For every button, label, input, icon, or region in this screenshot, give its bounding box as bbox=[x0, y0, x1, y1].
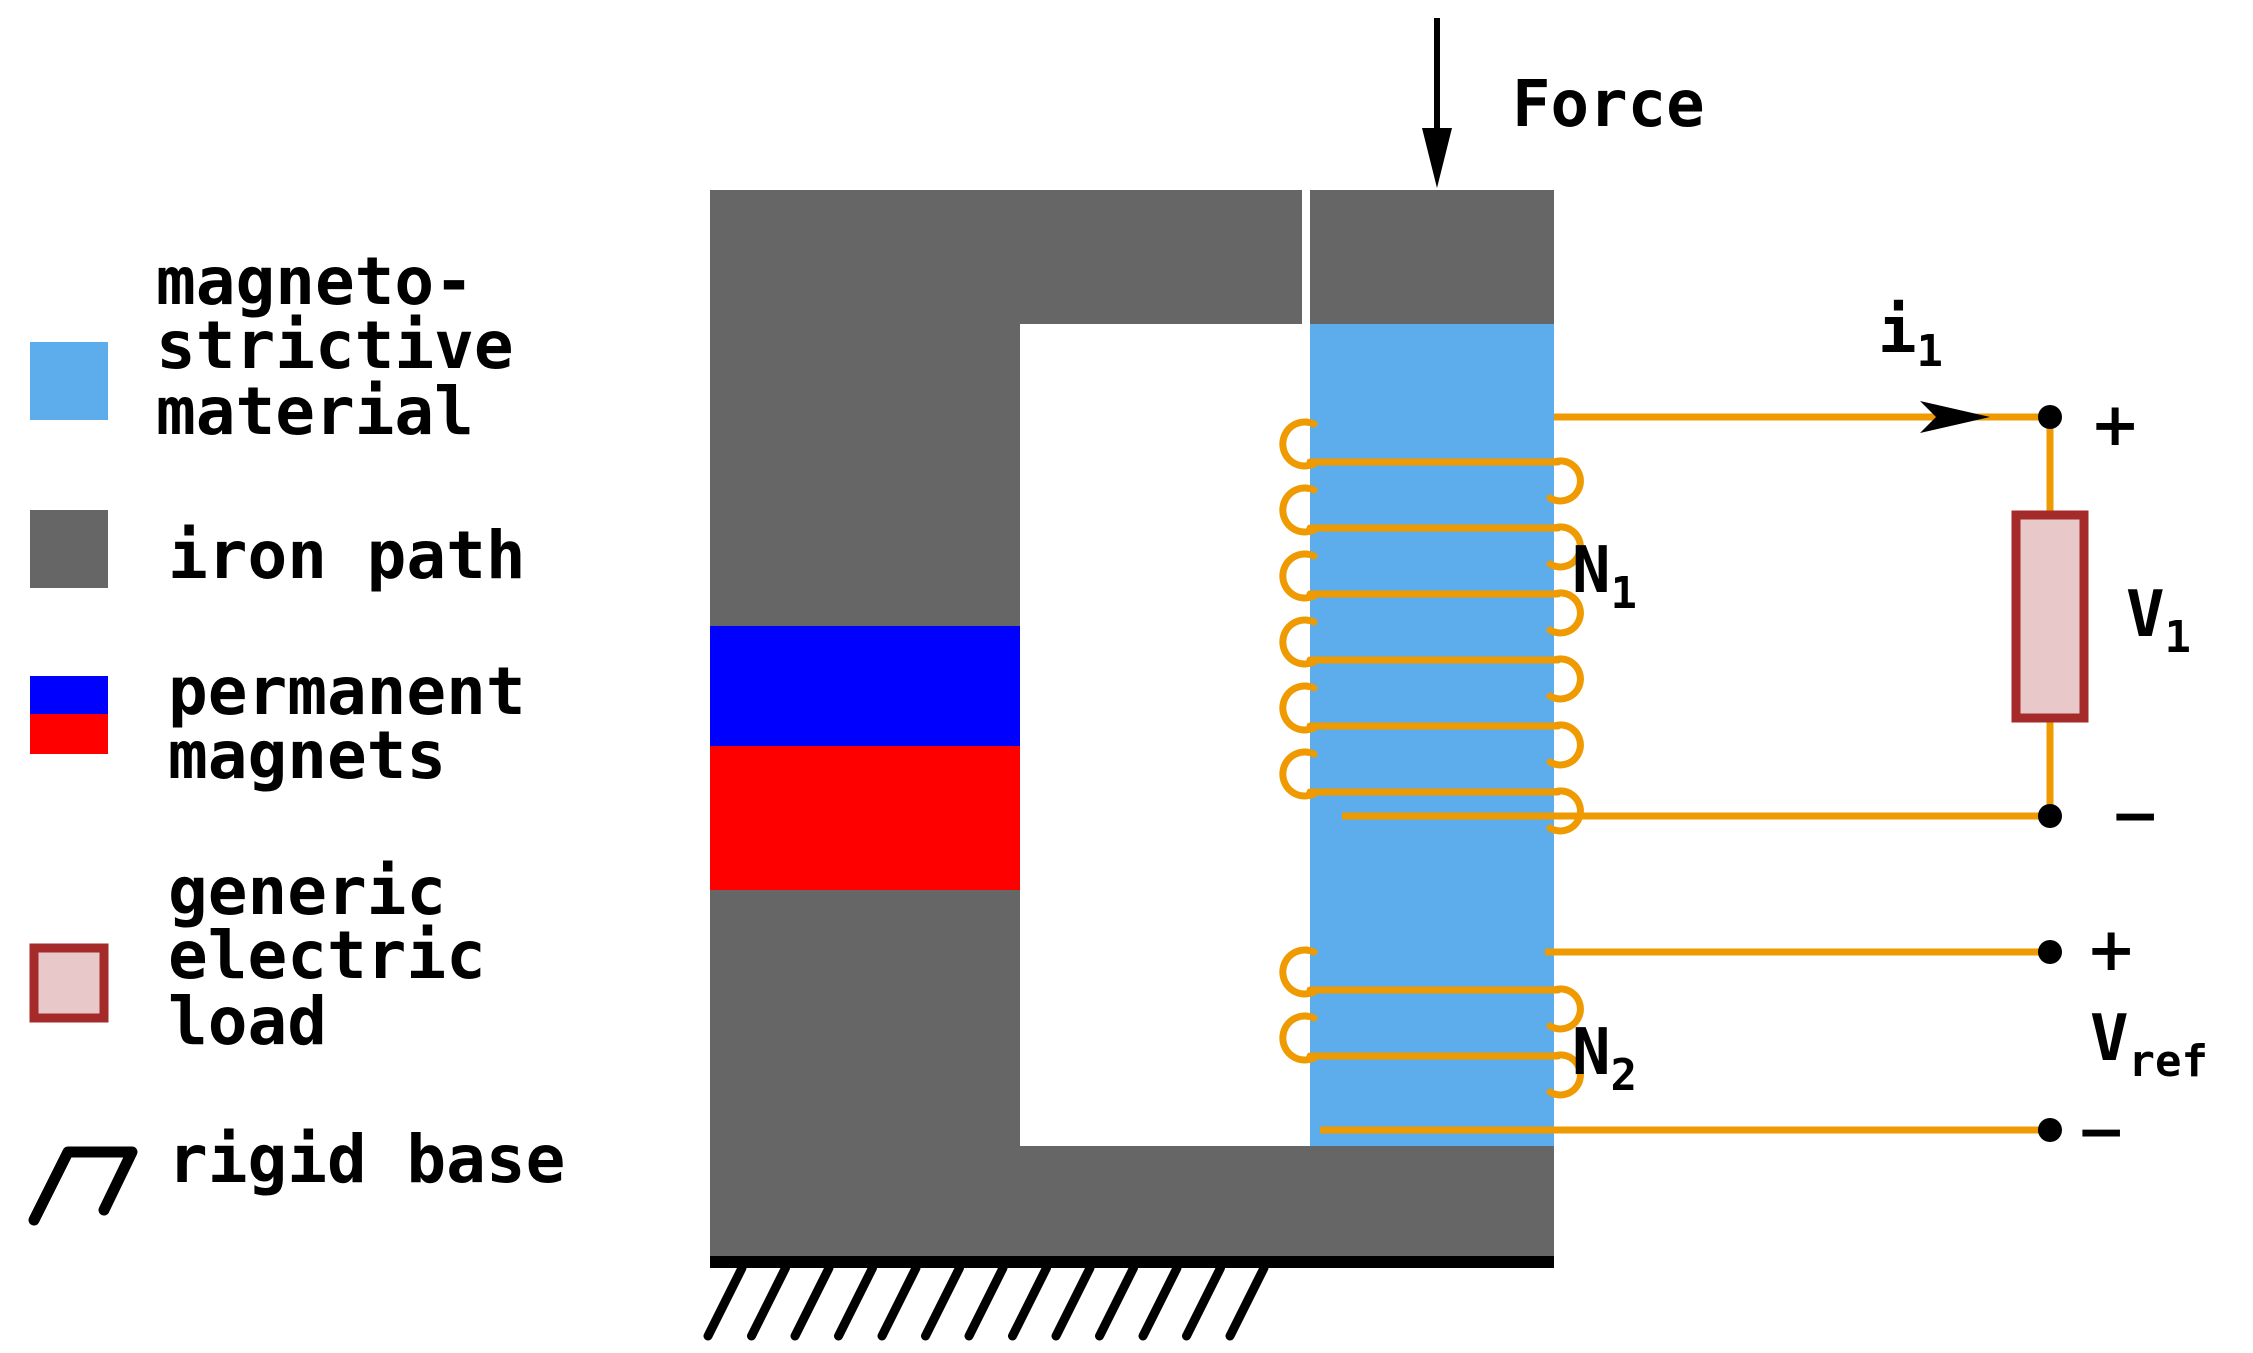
base-hatch-line bbox=[703, 1263, 747, 1341]
legend-swatch-magnet-south bbox=[30, 714, 108, 754]
force-label: Force bbox=[1512, 68, 1705, 142]
permanent-magnet-south bbox=[710, 746, 1020, 890]
legend-label-load-3: load bbox=[168, 983, 327, 1060]
coil-n2-label-main: N bbox=[1572, 1016, 1611, 1090]
current-label-main: i bbox=[1878, 294, 1917, 368]
coil-turn-right bbox=[1546, 787, 1584, 835]
base-hatch-line bbox=[1051, 1263, 1095, 1341]
coil-turn-left bbox=[1279, 550, 1318, 602]
ref-voltage-label-sub: ref bbox=[2129, 1036, 2208, 1087]
base-hatch-line bbox=[1182, 1263, 1225, 1341]
base-hatch-line bbox=[790, 1263, 834, 1341]
legend-label-magnetostrictive-1: magneto- bbox=[156, 243, 474, 320]
coil-turn-left bbox=[1279, 748, 1318, 800]
legend-label-load-2: electric bbox=[168, 917, 486, 994]
coil-n1-label: N1 bbox=[1572, 534, 1637, 619]
base-hatch-line bbox=[747, 1263, 790, 1341]
iron-top-right-cap bbox=[1310, 190, 1554, 324]
force-arrow-head bbox=[1422, 128, 1452, 188]
iron-left-upper-column bbox=[710, 190, 1020, 626]
load-resistor bbox=[2011, 510, 2089, 723]
base-hatch-line bbox=[921, 1263, 964, 1341]
base-hatch-line bbox=[1095, 1263, 1138, 1341]
coil-n1 bbox=[1279, 418, 1584, 835]
legend-swatch-magnetostrictive bbox=[30, 342, 108, 420]
coil-turn-left bbox=[1279, 484, 1318, 536]
reference-circuit bbox=[1320, 948, 2050, 1134]
current-arrow-icon bbox=[1920, 401, 1990, 433]
ref-voltage-label: Vref bbox=[2090, 1002, 2208, 1087]
legend-label-magnetostrictive-2: strictive bbox=[156, 307, 514, 384]
base-hatch-line bbox=[834, 1263, 877, 1341]
magnetostrictive-rod bbox=[1310, 324, 1554, 1146]
load-voltage-label-sub: 1 bbox=[2165, 612, 2192, 663]
load-plus-sign: + bbox=[2090, 390, 2140, 460]
terminal-ref-plus bbox=[2038, 940, 2062, 964]
current-label-sub: 1 bbox=[1917, 326, 1944, 377]
coil-turn-right bbox=[1546, 985, 1584, 1033]
rigid-base bbox=[703, 1256, 1554, 1341]
coil-n2-label: N2 bbox=[1572, 1016, 1637, 1101]
legend-label-iron: iron path bbox=[168, 517, 526, 594]
coil-n1-label-sub: 1 bbox=[1611, 568, 1638, 619]
load-minus-sign: − bbox=[2110, 781, 2160, 851]
legend-label-magnets-1: permanent bbox=[168, 653, 526, 730]
base-hatch-line bbox=[1008, 1263, 1051, 1341]
base-hatch-line bbox=[964, 1263, 1008, 1341]
coil-turn-right bbox=[1546, 655, 1584, 703]
coil-turn-right bbox=[1546, 457, 1584, 505]
base-hatch-line bbox=[1138, 1263, 1182, 1341]
legend-label-magnetostrictive-3: material bbox=[156, 373, 474, 450]
legend-label-magnets-2: magnets bbox=[168, 717, 446, 794]
legend-swatch-iron bbox=[30, 510, 108, 588]
legend: magneto- strictive material iron path pe… bbox=[28, 243, 565, 1226]
coil-turn-left bbox=[1279, 616, 1318, 668]
permanent-magnet-north bbox=[710, 626, 1020, 746]
ref-minus-sign: − bbox=[2076, 1097, 2126, 1167]
coil-turn-right bbox=[1546, 721, 1584, 769]
legend-swatch-load bbox=[29, 943, 109, 1023]
coil-turn-right bbox=[1546, 523, 1584, 571]
load-voltage-label: V1 bbox=[2126, 578, 2191, 663]
coil-turn-right bbox=[1546, 1051, 1584, 1099]
load-voltage-label-main: V bbox=[2126, 578, 2165, 652]
legend-swatch-magnet-north bbox=[30, 676, 108, 714]
terminal-ref-minus bbox=[2038, 1118, 2062, 1142]
coil-turn-left bbox=[1279, 682, 1318, 734]
iron-core bbox=[710, 190, 1554, 1256]
coil-turn-right bbox=[1546, 589, 1584, 637]
coil-turn-left bbox=[1279, 418, 1318, 470]
terminal-load-plus bbox=[2038, 405, 2062, 429]
ref-voltage-label-main: V bbox=[2090, 1002, 2129, 1076]
coil-n2-label-sub: 2 bbox=[1611, 1050, 1638, 1101]
terminal-load-minus bbox=[2038, 804, 2062, 828]
ref-plus-sign: + bbox=[2086, 915, 2136, 985]
legend-rigid-base-icon bbox=[28, 1146, 138, 1226]
coil-n1-label-main: N bbox=[1572, 534, 1611, 608]
current-label: i1 bbox=[1878, 294, 1943, 377]
base-hatch-line bbox=[1225, 1263, 1269, 1341]
base-hatch-line bbox=[877, 1263, 921, 1341]
base-hatching bbox=[703, 1263, 1269, 1341]
coil-turn-left bbox=[1279, 1012, 1318, 1064]
coil-turn-left bbox=[1279, 946, 1318, 998]
iron-bottom-bar bbox=[710, 1146, 1554, 1256]
coil-n2 bbox=[1279, 946, 1584, 1099]
legend-label-base: rigid base bbox=[168, 1121, 565, 1198]
force-arrow: Force bbox=[1422, 18, 1705, 188]
legend-label-load-1: generic bbox=[168, 853, 446, 930]
